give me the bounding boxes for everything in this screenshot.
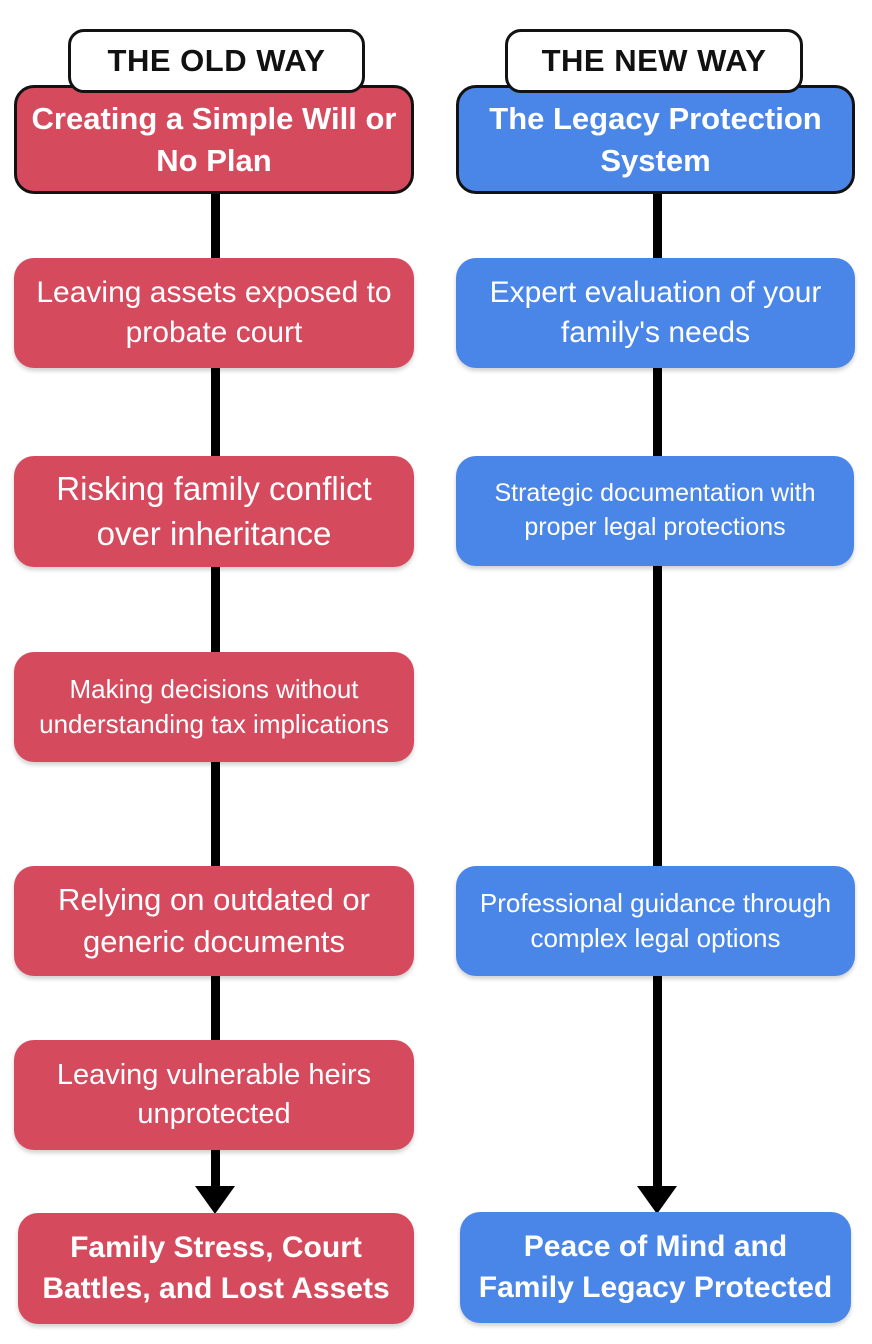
new-way-flow-line — [653, 150, 662, 1188]
old-way-step-4: Relying on outdated or generic documents — [14, 866, 414, 976]
new-way-intro-box: The Legacy Protection System — [456, 85, 855, 194]
new-way-step-3: Professional guidance through complex le… — [456, 866, 855, 976]
new-way-arrow-down-icon — [637, 1186, 677, 1214]
old-way-step-2: Risking family conflict over inheritance — [14, 456, 414, 567]
old-way-step-1: Leaving assets exposed to probate court — [14, 258, 414, 368]
new-way-step-1: Expert evaluation of your family's needs — [456, 258, 855, 368]
new-way-step-2: Strategic documentation with proper lega… — [456, 456, 854, 566]
new-way-header: THE NEW WAY — [505, 29, 803, 93]
new-way-result-box: Peace of Mind and Family Legacy Protecte… — [460, 1212, 851, 1323]
old-way-step-3: Making decisions without understanding t… — [14, 652, 414, 762]
old-way-header: THE OLD WAY — [68, 29, 365, 93]
old-way-step-5: Leaving vulnerable heirs unprotected — [14, 1040, 414, 1150]
old-way-arrow-down-icon — [195, 1186, 235, 1214]
old-way-intro-box: Creating a Simple Will or No Plan — [14, 85, 414, 194]
old-way-result-box: Family Stress, Court Battles, and Lost A… — [18, 1213, 414, 1324]
